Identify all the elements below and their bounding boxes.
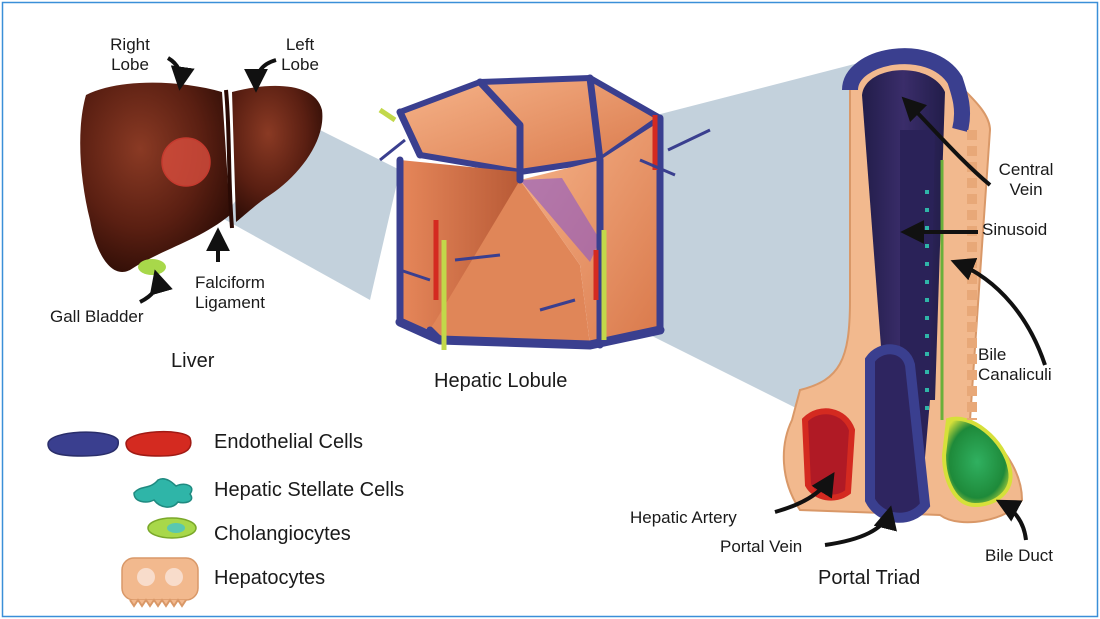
label-left-lobe-line2: Lobe — [272, 55, 328, 75]
legend-hepatocytes: Hepatocytes — [214, 566, 325, 590]
label-bile-canaliculi-line2: Canaliculi — [976, 365, 1076, 385]
stellate-cell-icon — [134, 479, 192, 507]
legend-cholangiocytes: Cholangiocytes — [214, 522, 351, 546]
label-hepatic-artery: Hepatic Artery — [630, 508, 737, 528]
label-left-lobe: Left Lobe — [272, 35, 328, 75]
label-sinusoid: Sinusoid — [982, 220, 1047, 240]
label-right-lobe-line2: Lobe — [100, 55, 160, 75]
liver-right-lobe — [80, 83, 230, 272]
label-left-lobe-line1: Left — [272, 35, 328, 55]
liver-highlight-region — [162, 138, 210, 186]
label-central-vein-line1: Central — [990, 160, 1062, 180]
label-falciform-line2: Ligament — [180, 293, 280, 313]
label-portal-vein: Portal Vein — [720, 537, 802, 557]
arrow-gall-bladder — [140, 274, 157, 302]
label-gall-bladder: Gall Bladder — [50, 307, 144, 327]
label-bile-duct: Bile Duct — [985, 546, 1053, 566]
label-falciform-line1: Falciform — [180, 273, 280, 293]
hepatocyte-icon — [122, 558, 198, 606]
legend-hepatic-stellate-cells: Hepatic Stellate Cells — [214, 478, 404, 502]
label-bile-canaliculi-line1: Bile — [976, 345, 1076, 365]
label-bile-canaliculi: Bile Canaliculi — [976, 345, 1076, 385]
title-liver: Liver — [171, 349, 214, 373]
legend-endothelial-cells: Endothelial Cells — [214, 430, 363, 454]
hepatic-artery-lumen — [805, 411, 852, 497]
title-portal-triad: Portal Triad — [818, 566, 920, 590]
label-central-vein-line2: Vein — [990, 180, 1062, 200]
label-falciform-ligament: Falciform Ligament — [180, 273, 280, 313]
label-right-lobe: Right Lobe — [100, 35, 160, 75]
label-central-vein: Central Vein — [990, 160, 1062, 200]
label-right-lobe-line1: Right — [100, 35, 160, 55]
gall-bladder — [138, 259, 166, 275]
hepatic-lobule-illustration — [380, 78, 710, 350]
arrow-right-lobe — [168, 58, 181, 86]
endothelial-cell-icon — [48, 432, 191, 456]
title-hepatic-lobule: Hepatic Lobule — [434, 369, 567, 393]
cholangiocyte-icon — [148, 518, 196, 538]
bile-duct-lumen — [944, 419, 1011, 505]
